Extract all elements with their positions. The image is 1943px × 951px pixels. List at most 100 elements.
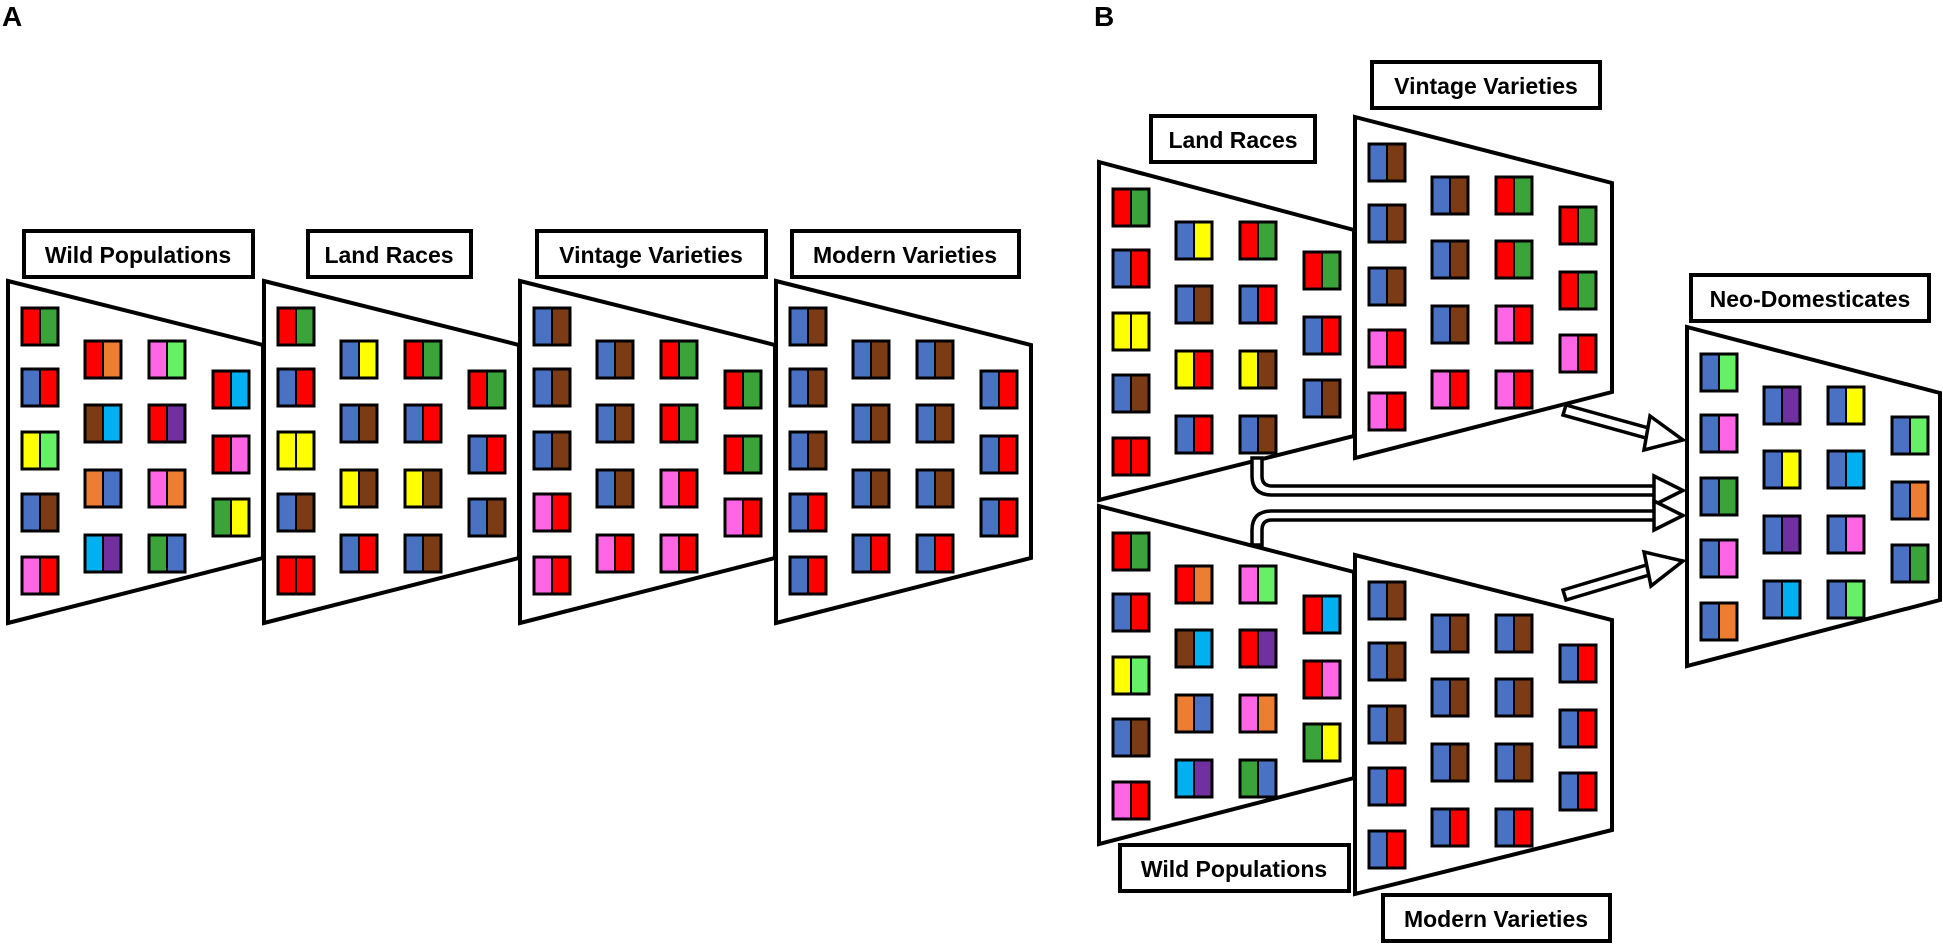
gene-chip [1302, 315, 1342, 356]
gene-chip-right-allele [423, 341, 441, 378]
gene-chip-right-allele [1578, 272, 1596, 309]
gene-chip [1111, 531, 1151, 572]
gene-chip [1238, 284, 1278, 325]
gene-chip [979, 369, 1019, 410]
gene-chip-left-allele [213, 436, 231, 473]
gene-chip-right-allele [359, 341, 377, 378]
gene-chip-left-allele [725, 436, 743, 473]
gene-chip-right-allele [167, 470, 185, 507]
panel-b-vintage-chips [1367, 142, 1598, 432]
gene-chip-left-allele [1176, 286, 1194, 323]
gene-chip [532, 492, 572, 533]
gene-chip-right-allele [808, 369, 826, 406]
gene-chip-right-allele [1387, 144, 1405, 181]
gene-chip-left-allele [661, 341, 679, 378]
gene-chip-right-allele [1846, 581, 1864, 618]
gene-chip [1367, 391, 1407, 432]
gene-chip-right-allele [1719, 415, 1737, 452]
panel-a-vintage-label-box [535, 229, 768, 279]
gene-chip [1367, 203, 1407, 244]
gene-chip [1762, 579, 1802, 620]
gene-chip [147, 339, 187, 380]
gene-chip-left-allele [1176, 630, 1194, 667]
panel-b-neo-chips [1699, 352, 1930, 642]
gene-chip [1558, 270, 1598, 311]
arrow-land-to-neo [1250, 456, 1687, 508]
gene-chip [1699, 538, 1739, 579]
gene-chip [467, 369, 507, 410]
gene-chip-right-allele [679, 535, 697, 572]
gene-chip-right-allele [1387, 268, 1405, 305]
gene-chip-right-allele [552, 432, 570, 469]
gene-chip-left-allele [917, 341, 935, 378]
gene-chip-right-allele [552, 308, 570, 345]
gene-chip-left-allele [790, 557, 808, 594]
gene-chip-right-allele [1131, 657, 1149, 694]
gene-chip-right-allele [808, 308, 826, 345]
panel-a-land-label: Land Races [324, 242, 453, 268]
gene-chip-left-allele [661, 470, 679, 507]
gene-chip [788, 492, 828, 533]
gene-chip-right-allele [231, 436, 249, 473]
gene-chip [1494, 742, 1534, 783]
gene-chip [915, 403, 955, 444]
panel-b-wild-label: Wild Populations [1141, 856, 1327, 882]
gene-chip [532, 367, 572, 408]
gene-chip [1367, 580, 1407, 621]
gene-chip-right-allele [1514, 679, 1532, 716]
gene-chip-right-allele [1782, 516, 1800, 553]
gene-chip [532, 306, 572, 347]
gene-chip-right-allele [552, 557, 570, 594]
gene-chip [659, 468, 699, 509]
gene-chip-right-allele [1719, 540, 1737, 577]
gene-chip [276, 306, 316, 347]
gene-chip-right-allele [359, 470, 377, 507]
gene-chip-left-allele [1432, 306, 1450, 343]
gene-chip-left-allele [1496, 306, 1514, 343]
gene-chip [1430, 613, 1470, 654]
gene-chip-right-allele [487, 499, 505, 536]
gene-chip [788, 367, 828, 408]
gene-chip-right-allele [1782, 581, 1800, 618]
gene-chip [1367, 829, 1407, 870]
gene-chip-left-allele [853, 535, 871, 572]
gene-chip-right-allele [296, 494, 314, 531]
gene-chip [20, 492, 60, 533]
gene-chip [1430, 742, 1470, 783]
gene-chip [1174, 284, 1214, 325]
gene-chip-right-allele [999, 436, 1017, 473]
gene-chip-left-allele [85, 341, 103, 378]
gene-chip [1174, 414, 1214, 455]
gene-chip-right-allele [1846, 516, 1864, 553]
gene-chip-left-allele [1828, 387, 1846, 424]
gene-chip-right-allele [1322, 380, 1340, 417]
gene-chip-left-allele [1240, 286, 1258, 323]
gene-chip-right-allele [1387, 831, 1405, 868]
gene-chip-left-allele [790, 432, 808, 469]
gene-chip-right-allele [679, 341, 697, 378]
gene-chip [723, 434, 763, 475]
gene-chip [403, 403, 443, 444]
gene-chip-left-allele [1764, 581, 1782, 618]
gene-chip-left-allele [853, 405, 871, 442]
gene-chip [1430, 175, 1470, 216]
gene-chip-left-allele [1176, 566, 1194, 603]
gene-chip-left-allele [1496, 615, 1514, 652]
panel-b-modern-funnel [1353, 552, 1614, 897]
gene-chip-left-allele [853, 341, 871, 378]
gene-chip-right-allele [423, 470, 441, 507]
gene-chip-right-allele [1194, 416, 1212, 453]
panel-b-modern-label: Modern Varieties [1404, 906, 1588, 932]
gene-chip-left-allele [1304, 380, 1322, 417]
gene-chip-right-allele [167, 535, 185, 572]
gene-chip-left-allele [213, 499, 231, 536]
gene-chip [659, 339, 699, 380]
panel-b-neo-label: Neo-Domesticates [1710, 286, 1911, 312]
gene-chip-left-allele [1369, 205, 1387, 242]
gene-chip-left-allele [149, 405, 167, 442]
gene-chip [979, 434, 1019, 475]
panel-b-land-label: Land Races [1168, 127, 1297, 153]
gene-chip-left-allele [1496, 241, 1514, 278]
gene-chip [20, 306, 60, 347]
gene-chip-right-allele [1514, 809, 1532, 846]
